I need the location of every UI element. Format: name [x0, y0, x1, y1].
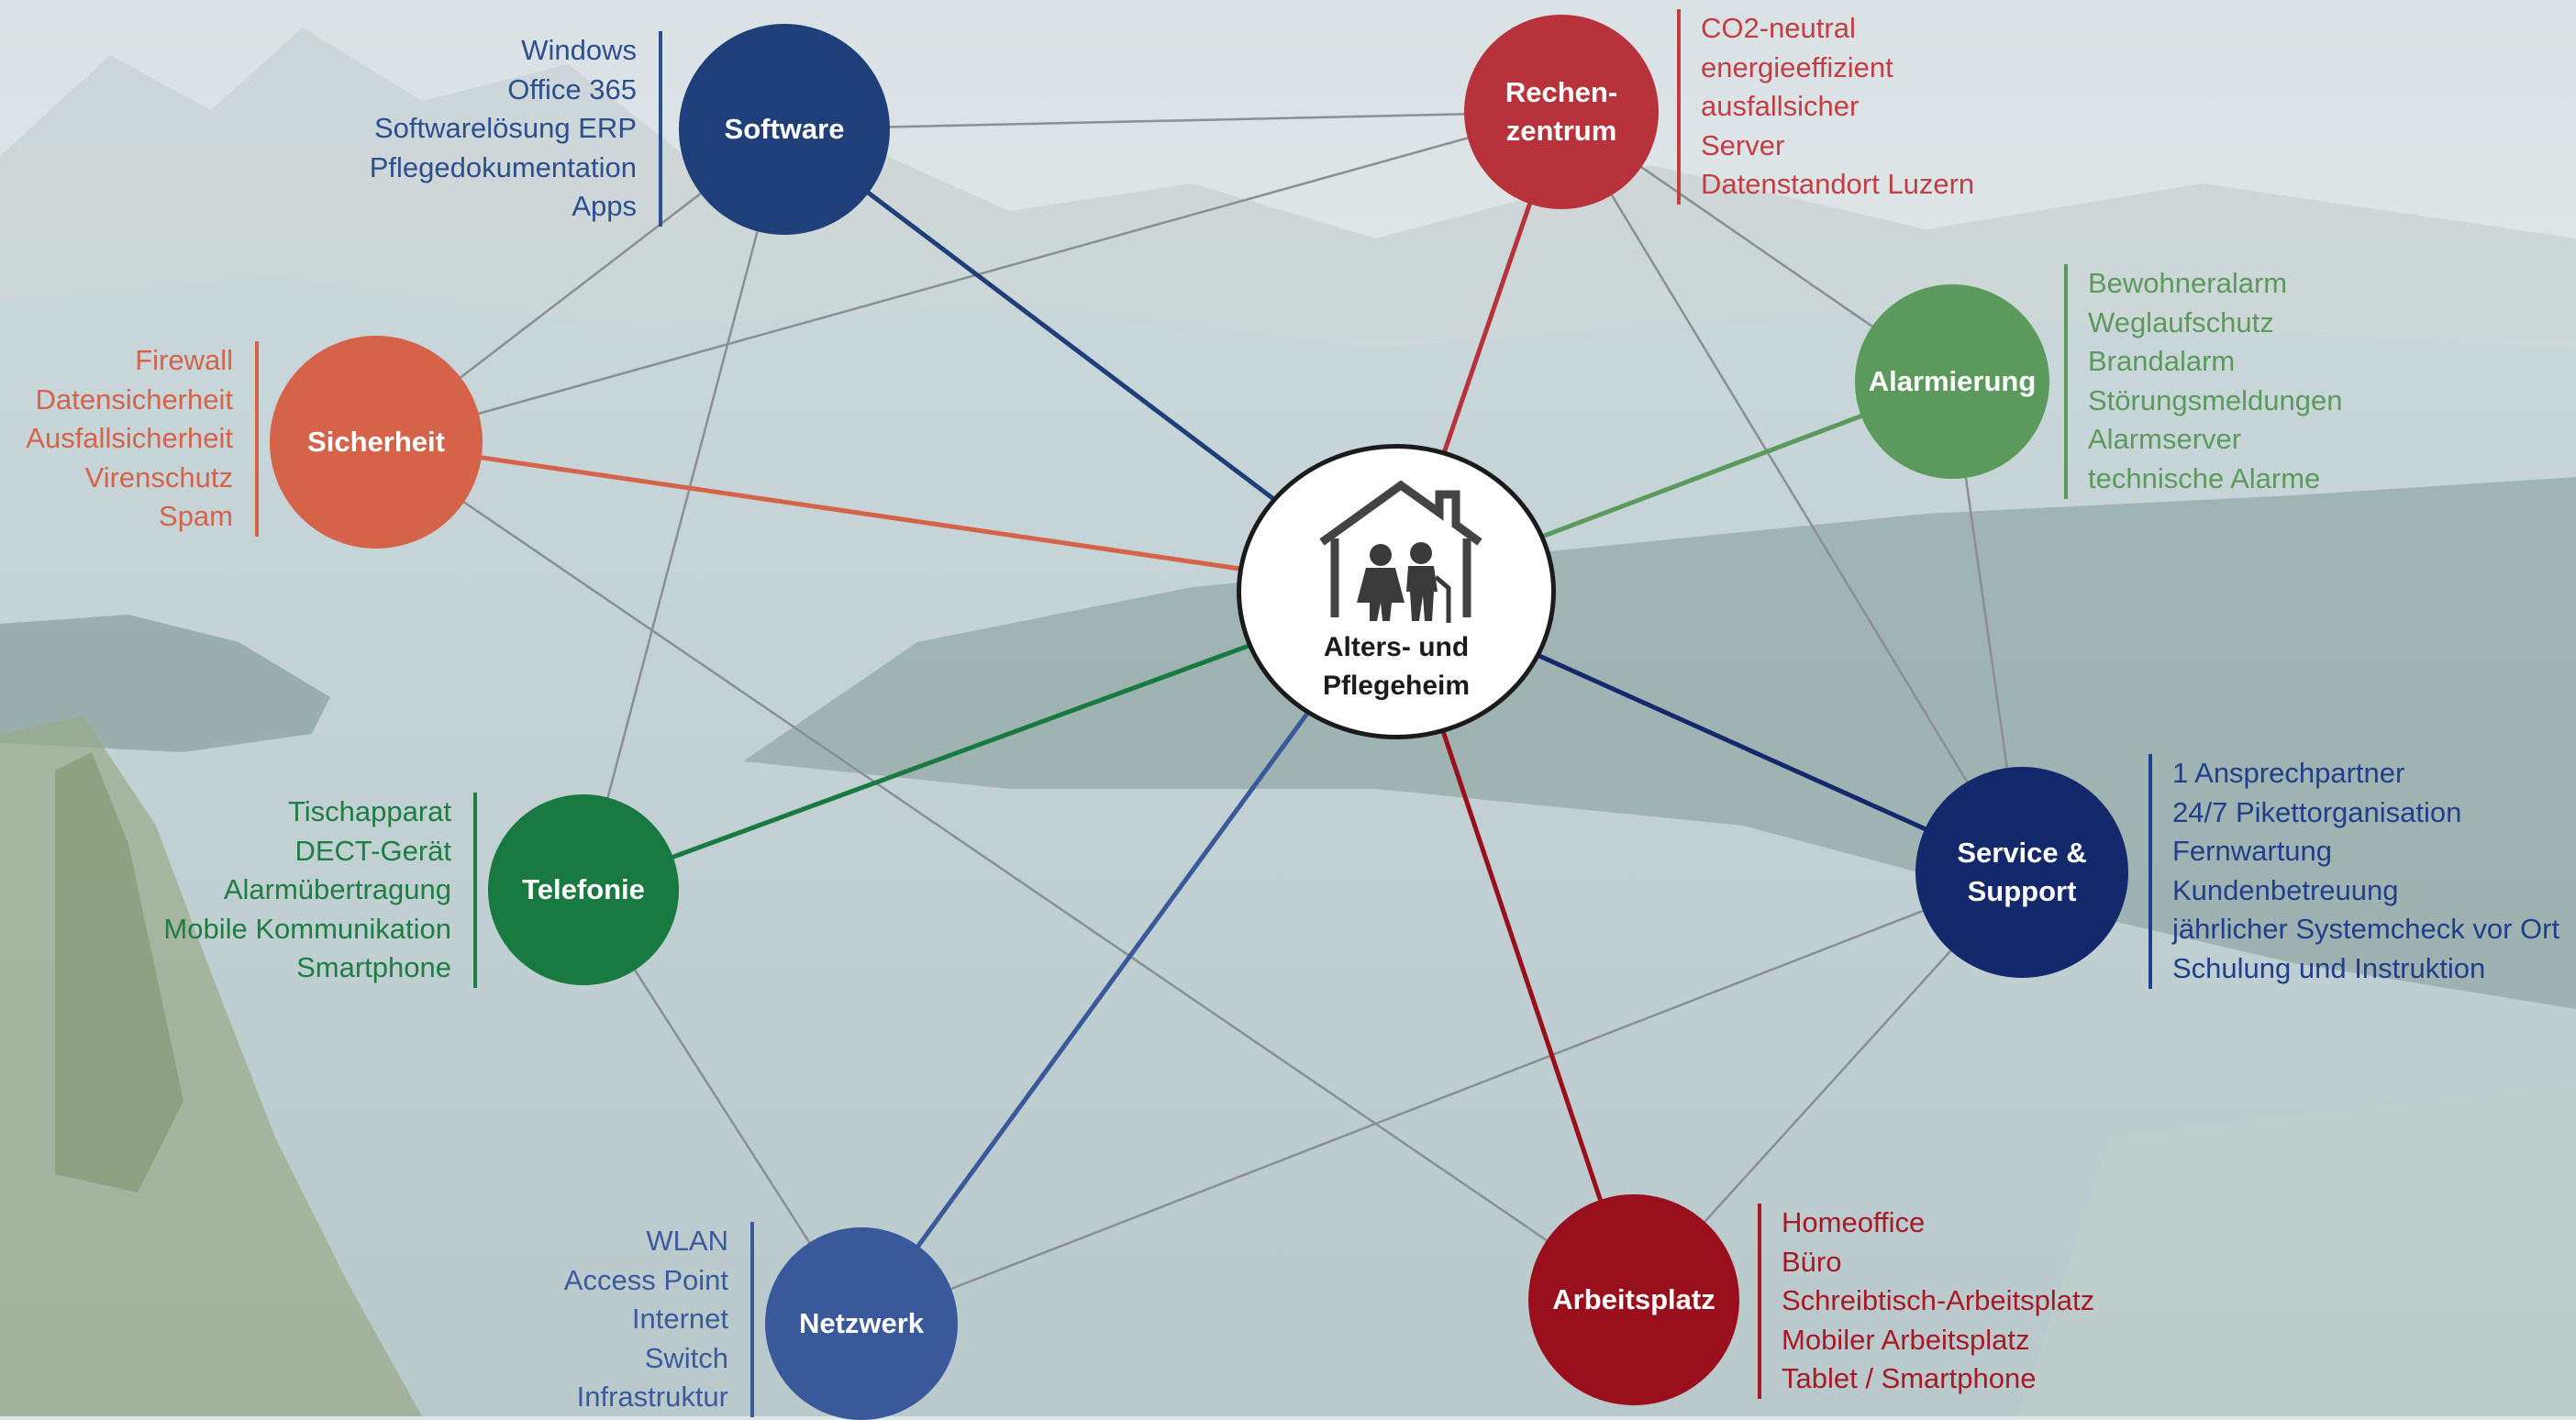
node-arbeitsplatz[interactable]: Arbeitsplatz [1528, 1194, 1739, 1405]
feature-item: DECT-Gerät [294, 834, 451, 867]
link-service-netzwerk [861, 871, 2023, 1326]
link-rechenzentrum-sicherheit [375, 110, 1562, 444]
service-support-features: 1 Ansprechpartner 24/7 Pikettorganisatio… [2149, 754, 2559, 989]
feature-item: Ausfallsicherheit [26, 422, 233, 455]
feature-item: Pflegedokumentation [369, 150, 637, 183]
feature-item: Alarmserver [2088, 423, 2242, 456]
feature-item: Datenstandort Luzern [1701, 168, 1975, 201]
center-label: Alters- und Pflegeheim [1322, 632, 1471, 701]
feature-item: Apps [572, 190, 637, 223]
feature-item: Switch [644, 1341, 728, 1374]
feature-item: Bewohneralarm [2088, 267, 2288, 299]
link-software-telefonie [582, 128, 786, 891]
senior-couple-house-icon [1319, 480, 1482, 623]
feature-item: Tablet / Smartphone [1782, 1362, 2037, 1395]
netzwerk-features: WLAN Access Point Internet Switch Infras… [564, 1222, 754, 1417]
node-rechenzentrum[interactable]: Rechen- zentrum [1464, 15, 1659, 209]
node-software[interactable]: Software [679, 24, 890, 235]
feature-item: Mobile Kommunikation [163, 912, 451, 945]
rechenzentrum-features: CO2-neutral energieeffizient ausfallsich… [1677, 9, 1974, 205]
feature-item: Schreibtisch-Arbeitsplatz [1782, 1284, 2095, 1317]
center-hub[interactable]: Alters- und Pflegeheim [1237, 444, 1556, 739]
sicherheit-features: Firewall Datensicherheit Ausfallsicherhe… [26, 341, 259, 537]
feature-item: Tischapparat [287, 795, 451, 827]
feature-item: Windows [521, 34, 637, 66]
link-software-rechenzentrum [783, 110, 1562, 131]
feature-item: ausfallsicher [1701, 90, 1860, 123]
feature-item: Virenschutz [84, 460, 233, 494]
feature-item: 24/7 Pikettorganisation [2172, 795, 2462, 828]
node-service-support[interactable]: Service & Support [1915, 767, 2128, 978]
feature-item: CO2-neutral [1701, 12, 1856, 44]
feature-item: Smartphone [296, 951, 451, 984]
link-rechenzentrum-service [1560, 111, 2024, 873]
feature-item: Office 365 [507, 72, 637, 105]
node-alarmierung[interactable]: Alarmierung [1855, 284, 2049, 479]
feature-item: Infrastruktur [576, 1381, 728, 1414]
feature-item: Weglaufschutz [2088, 305, 2274, 338]
feature-item: Datensicherheit [35, 383, 233, 416]
feature-item: Kundenbetreuung [2172, 873, 2399, 906]
telefonie-features: Tischapparat DECT-Gerät Alarmübertragung… [163, 793, 477, 988]
link-sicherheit-arbeitsplatz [375, 440, 1635, 1302]
feature-item: energieeffizient [1701, 50, 1893, 83]
node-sicherheit[interactable]: Sicherheit [270, 336, 483, 549]
feature-item: technische Alarme [2088, 461, 2321, 494]
alarmierung-features: Bewohneralarm Weglaufschutz Brandalarm S… [2064, 264, 2342, 499]
feature-item: Internet [631, 1303, 728, 1336]
spoke-sicherheit [375, 439, 1397, 594]
feature-item: Spam [159, 500, 233, 533]
feature-item: Brandalarm [2088, 345, 2236, 378]
feature-item: jährlicher Systemcheck vor Ort [2172, 913, 2560, 946]
node-telefonie[interactable]: Telefonie [488, 794, 679, 985]
arbeitsplatz-features: Homeoffice Büro Schreibtisch-Arbeitsplat… [1758, 1204, 2094, 1399]
feature-item: Softwarelösung ERP [373, 112, 637, 145]
feature-item: WLAN [646, 1225, 728, 1257]
feature-item: Fernwartung [2172, 835, 2333, 868]
feature-item: Server [1701, 128, 1785, 161]
feature-item: Störungsmeldungen [2088, 383, 2343, 416]
node-netzwerk[interactable]: Netzwerk [765, 1227, 958, 1420]
software-features: Windows Office 365 Softwarelösung ERP Pf… [370, 31, 662, 227]
feature-item: Mobiler Arbeitsplatz [1782, 1323, 2030, 1356]
feature-item: Büro [1782, 1245, 1842, 1278]
feature-item: Firewall [135, 344, 233, 376]
feature-item: Alarmübertragung [223, 873, 451, 906]
feature-item: Schulung und Instruktion [2172, 951, 2486, 984]
feature-item: Access Point [563, 1263, 728, 1296]
feature-item: 1 Ansprechpartner [2172, 757, 2405, 789]
feature-item: Homeoffice [1782, 1206, 1926, 1238]
